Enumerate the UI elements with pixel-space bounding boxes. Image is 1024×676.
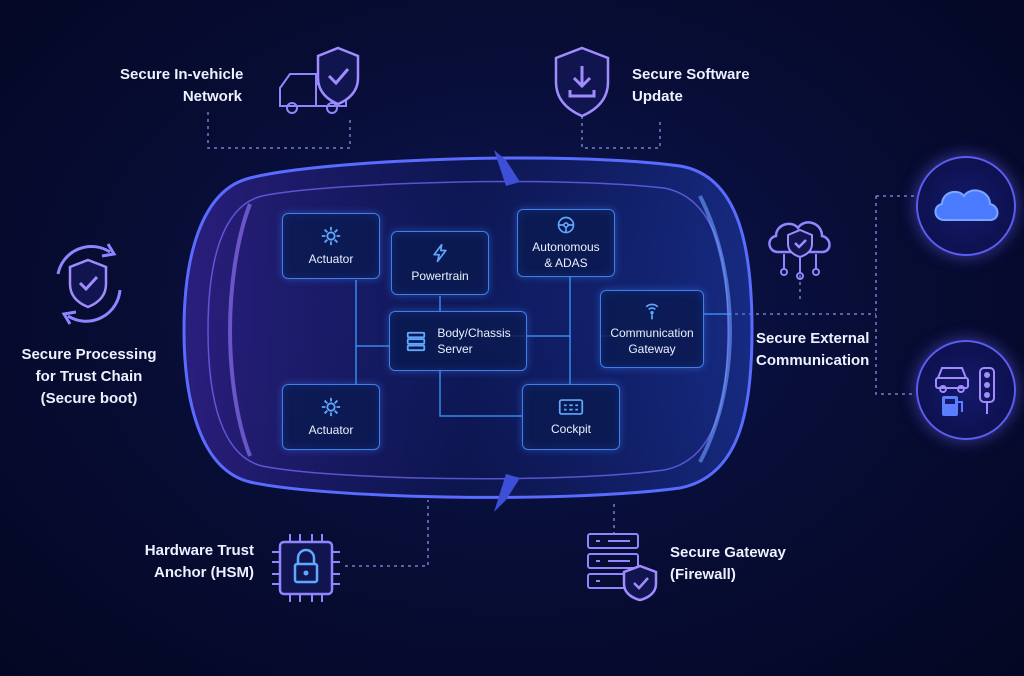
actuator-bottom-label: Actuator xyxy=(308,423,354,437)
cloud-shield-icon xyxy=(768,221,831,280)
powertrain-node[interactable]: Powertrain xyxy=(391,231,489,295)
software-update-line-1: Secure Software xyxy=(632,66,750,83)
actuator-top-label: Actuator xyxy=(308,252,354,266)
in-vehicle-line-2: Network xyxy=(182,88,242,105)
shield-check-icon xyxy=(316,46,360,106)
processing-label: Secure Processing for Trust Chain (Secur… xyxy=(10,344,168,410)
powertrain-label: Powertrain xyxy=(411,269,469,283)
hsm-label: Hardware Trust Anchor (HSM) xyxy=(108,540,254,584)
gear-icon xyxy=(321,226,341,246)
processing-line-2: for Trust Chain xyxy=(35,368,143,385)
software-update-line-2: Update xyxy=(632,88,683,105)
cloud-circle xyxy=(916,156,1016,256)
lightning-icon xyxy=(433,243,447,263)
server-shield-icon xyxy=(587,533,658,602)
chip-lock-icon xyxy=(272,534,340,602)
server-icon xyxy=(407,331,426,352)
processing-line-1: Secure Processing xyxy=(21,346,157,363)
cycle-shield-icon xyxy=(56,243,122,325)
car-icon xyxy=(935,367,969,393)
comm-gateway-node[interactable]: Communication Gateway xyxy=(600,290,704,368)
gateway-label: Secure Gateway (Firewall) xyxy=(670,542,810,586)
cockpit-label: Cockpit xyxy=(550,422,591,436)
gear-icon xyxy=(321,397,341,417)
mirror-bottom xyxy=(494,474,520,512)
in-vehicle-line-1: Secure In-vehicle xyxy=(120,66,244,83)
infrastructure-circle xyxy=(916,340,1016,440)
hsm-line-1: Hardware Trust xyxy=(144,542,254,559)
hsm-dotted-connector xyxy=(345,500,429,567)
gateway-line-2: (Firewall) xyxy=(670,566,736,583)
autonomous-node[interactable]: Autonomous & ADAS xyxy=(517,209,615,277)
autonomous-label-1: Autonomous xyxy=(532,240,600,254)
software-update-dotted-connector xyxy=(581,116,661,149)
comm-gateway-label-2: Gateway xyxy=(628,342,676,356)
processing-line-3: (Secure boot) xyxy=(40,390,138,407)
body-chassis-label-2: Server xyxy=(437,342,473,356)
shield-download-icon xyxy=(554,46,610,118)
in-vehicle-label: Secure In-vehicle Network xyxy=(120,64,244,108)
in-vehicle-dotted-connector xyxy=(207,112,351,149)
truck-shield-icon xyxy=(279,46,360,114)
fuel-pump-icon xyxy=(942,396,963,416)
mirror-top xyxy=(494,150,520,186)
actuator-top-node[interactable]: Actuator xyxy=(282,213,380,279)
autonomous-label-2: & ADAS xyxy=(544,256,588,270)
external-line-2: Communication xyxy=(756,352,870,369)
comm-gateway-label-1: Communication xyxy=(610,326,694,340)
gateway-line-1: Secure Gateway xyxy=(670,544,786,561)
external-dotted-bracket xyxy=(875,196,916,395)
cockpit-node[interactable]: Cockpit xyxy=(522,384,620,450)
hsm-line-2: Anchor (HSM) xyxy=(154,564,254,581)
infrastructure-icons xyxy=(935,367,995,416)
external-label: Secure External Communication xyxy=(756,328,876,372)
external-line-1: Secure External xyxy=(756,330,870,347)
steering-wheel-icon xyxy=(557,216,575,234)
actuator-bottom-node[interactable]: Actuator xyxy=(282,384,380,450)
dashboard-icon xyxy=(558,399,584,415)
body-chassis-node[interactable]: Body/Chassis Server xyxy=(389,311,527,371)
traffic-light-icon xyxy=(979,367,995,414)
cloud-icon xyxy=(934,189,999,221)
body-chassis-label-1: Body/Chassis xyxy=(437,326,511,340)
software-update-label: Secure Software Update xyxy=(632,64,772,108)
signal-icon xyxy=(645,303,659,320)
